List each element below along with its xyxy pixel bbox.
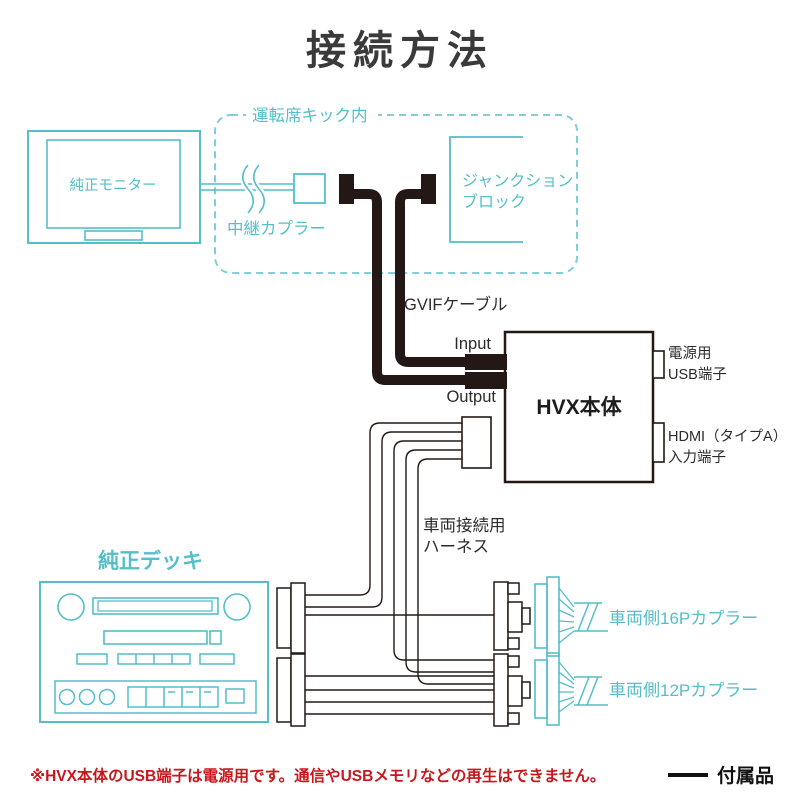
monitor-cable: 中継カプラー bbox=[200, 163, 326, 238]
deck-cd-slot bbox=[103, 630, 208, 645]
deck-connector-12p-face bbox=[290, 653, 306, 727]
hdmi-label-line2: 入力端子 bbox=[668, 449, 726, 466]
harness-12p-tab-top bbox=[507, 655, 520, 668]
monitor-stand bbox=[84, 230, 143, 241]
output-connector bbox=[465, 372, 507, 389]
monitor-screen bbox=[46, 139, 181, 229]
input-label: Input bbox=[454, 335, 491, 353]
junction-block-bracket bbox=[449, 136, 523, 243]
harness-16p-connector-body bbox=[493, 581, 509, 651]
harness-label-line1: 車両接続用 bbox=[423, 516, 506, 535]
harness-wire-4 bbox=[405, 449, 500, 673]
harness-12p-tab-bottom bbox=[507, 712, 520, 725]
deck-button-left bbox=[76, 653, 108, 665]
gvif-cables: GVIFケーブル Input Output bbox=[339, 174, 508, 406]
deck-label: 純正デッキ bbox=[98, 549, 203, 573]
usb-label-line1: 電源用 bbox=[668, 345, 712, 362]
page-title: 接続方法 bbox=[306, 29, 494, 73]
hvx-unit-box bbox=[503, 330, 655, 484]
deck-connectors bbox=[276, 582, 306, 727]
usb-note: ※HVX本体のUSB端子は電源用です。通信やUSBメモリなどの再生はできません。 bbox=[30, 766, 605, 785]
cable-break-wave-2 bbox=[252, 164, 266, 214]
cable-break-wave-1 bbox=[241, 164, 255, 214]
accessory-legend-label: 付属品 bbox=[717, 764, 774, 787]
harness-label-line2: ハーネス bbox=[423, 537, 489, 556]
deck-connector-12p-body bbox=[276, 657, 292, 723]
harness-wire-2 bbox=[296, 431, 480, 608]
deck-dial-1 bbox=[58, 688, 76, 706]
junction-block-label-line2: ブロック bbox=[462, 192, 526, 211]
output-label: Output bbox=[446, 388, 496, 406]
kick-panel-area: 運転席キック内 bbox=[214, 103, 578, 274]
monitor-label: 純正モニター bbox=[70, 177, 157, 194]
harness-16p-latch bbox=[521, 607, 531, 625]
deck-dial-3 bbox=[98, 688, 116, 706]
vehicle-harness: 車両接続用 ハーネス bbox=[296, 416, 506, 715]
deck-knob-right bbox=[223, 593, 251, 621]
deck-bottom-panel bbox=[54, 680, 257, 714]
coupler-16p-label: 車両側16Pカプラー bbox=[609, 609, 758, 628]
junction-block-label-line1: ジャンクション bbox=[462, 172, 573, 190]
vehicle-coupler-12p bbox=[534, 652, 608, 726]
deck-connector-16p-body bbox=[276, 587, 292, 649]
usb-port-stub bbox=[652, 350, 665, 379]
harness-wire-1 bbox=[296, 422, 480, 596]
coupler-12p-label: 車両側12Pカプラー bbox=[609, 681, 758, 700]
deck-tape-slot bbox=[92, 597, 219, 615]
harness-12p-mid bbox=[507, 675, 523, 707]
harness-hvx-connector bbox=[461, 416, 492, 469]
factory-deck: 純正デッキ bbox=[39, 549, 269, 723]
deck-knob-left bbox=[57, 593, 85, 621]
deck-button-dividers bbox=[135, 654, 173, 664]
harness-12p-connector-body bbox=[493, 653, 509, 727]
gvif-cable-input bbox=[395, 189, 467, 367]
harness-16p-mid bbox=[507, 601, 523, 633]
harness-vehicle-connectors bbox=[493, 581, 531, 727]
harness-wire-3 bbox=[393, 440, 500, 661]
gvif-cable-output bbox=[354, 189, 467, 385]
harness-16p-tab-bottom bbox=[507, 637, 520, 650]
deck-eject-button bbox=[209, 630, 222, 645]
deck-connector-16p-face bbox=[290, 582, 306, 654]
usb-label-line2: USB端子 bbox=[668, 366, 727, 383]
vehicle-coupler-16p bbox=[534, 576, 608, 657]
hdmi-port-stub bbox=[652, 422, 665, 463]
gvif-plug-left bbox=[339, 174, 354, 204]
relay-coupler-box bbox=[293, 173, 326, 204]
vehicle-couplers: 車両側16Pカプラー 車両側12Pカプラー bbox=[534, 576, 758, 726]
deck-preset-dividers bbox=[145, 687, 201, 707]
hdmi-label-line1: HDMI（タイプA） bbox=[668, 428, 787, 445]
deck-preset-group bbox=[127, 686, 219, 708]
gvif-plug-right bbox=[421, 174, 436, 204]
footer: ※HVX本体のUSB端子は電源用です。通信やUSBメモリなどの再生はできません。… bbox=[30, 764, 774, 787]
harness-12p-latch bbox=[521, 681, 531, 699]
deck-dial-2 bbox=[78, 688, 96, 706]
hvx-unit-label: HVX本体 bbox=[536, 396, 622, 419]
monitor-outline bbox=[27, 130, 201, 244]
junction-block: ジャンクション ブロック bbox=[449, 136, 573, 243]
deck-button-right bbox=[199, 653, 235, 665]
kick-panel-label-bg bbox=[246, 103, 378, 127]
harness-16p-tab-top bbox=[507, 582, 520, 595]
harness-wire-5 bbox=[417, 458, 500, 685]
hvx-unit: HVX本体 電源用 USB端子 HDMI（タイプA） 入力端子 bbox=[503, 330, 787, 484]
deck-small-button bbox=[225, 688, 245, 704]
relay-coupler-label: 中継カプラー bbox=[227, 219, 326, 238]
deck-tape-slot-inner bbox=[97, 600, 213, 612]
gvif-cable-label: GVIFケーブル bbox=[404, 294, 508, 314]
input-connector bbox=[465, 354, 507, 370]
kick-panel-label: 運転席キック内 bbox=[252, 106, 368, 125]
factory-monitor: 純正モニター bbox=[27, 130, 201, 244]
deck-outline bbox=[39, 581, 269, 723]
